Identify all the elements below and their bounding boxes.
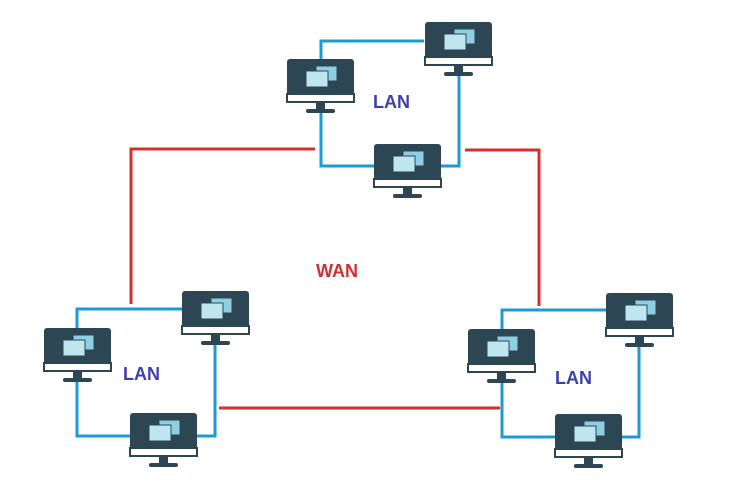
right-left-computer [467,329,536,383]
lan-link-right-3 [621,346,641,439]
desktop-computer-icon [43,328,112,382]
lan-link-top-2 [319,112,374,168]
desktop-computer-icon [424,22,493,76]
wan-label: WAN [316,261,358,281]
lan-link-right-2 [500,382,555,439]
left-bottom-computer [129,413,198,467]
computers [43,22,674,468]
desktop-computer-icon [467,329,536,383]
desktop-computer-icon [286,59,355,113]
lan-link-top-1 [319,39,424,60]
lan-label-top: LAN [373,92,410,112]
right-bottom-computer [554,414,623,468]
desktop-computer-icon [605,293,674,347]
wan-links [129,147,541,410]
lan-link-top-3 [441,76,461,168]
lan-link-left-2 [75,382,131,438]
top-right-computer [424,22,493,76]
lan-links [75,39,641,439]
wan-link-top-to-right [465,148,541,306]
lan-link-left-3 [197,344,217,438]
top-left-computer [286,59,355,113]
right-top-computer [605,293,674,347]
left-top-computer [181,291,250,345]
desktop-computer-icon [373,144,442,198]
labels: LAN WAN LAN LAN [123,92,592,388]
desktop-computer-icon [181,291,250,345]
desktop-computer-icon [554,414,623,468]
top-bottom-computer [373,144,442,198]
lan-link-right-1 [500,308,607,330]
desktop-computer-icon [129,413,198,467]
wan-link-top-to-left [129,147,315,304]
lan-label-left: LAN [123,364,160,384]
lan-label-right: LAN [555,368,592,388]
lan-link-left-1 [75,307,182,329]
left-left-computer [43,328,112,382]
